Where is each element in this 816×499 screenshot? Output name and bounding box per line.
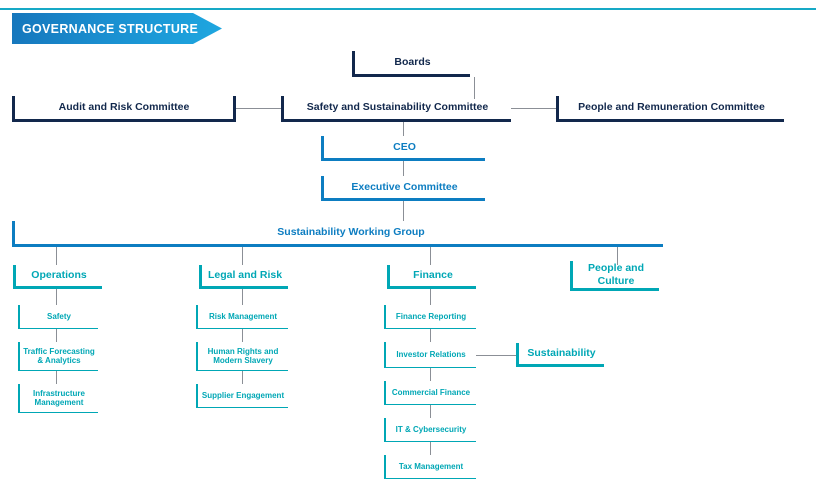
column-header-legal-and-risk-label: Legal and Risk — [207, 269, 283, 282]
node-legal-supplier-engagement[interactable]: Supplier Engagement — [196, 384, 288, 408]
top-divider-rule — [0, 8, 816, 10]
node-executive-committee-label: Executive Committee — [351, 180, 458, 193]
node-sustainability-working-group-label: Sustainability Working Group — [277, 226, 425, 239]
connector-ssc-to-ceo — [403, 122, 404, 136]
node-finance-commercial-finance-label: Commercial Finance — [391, 387, 471, 397]
node-finance-commercial-finance[interactable]: Commercial Finance — [384, 381, 476, 405]
section-title: GOVERNANCE STRUCTURE — [22, 21, 199, 36]
connector-finance-reporting-to-investor-relations — [430, 329, 431, 342]
node-legal-human-rights-modern-slavery[interactable]: Human Rights and Modern Slavery — [196, 342, 288, 371]
node-legal-supplier-engagement-label: Supplier Engagement — [201, 390, 285, 400]
connector-risk-management-to-human-rights — [242, 329, 243, 342]
connector-traffic-forecasting-to-infrastructure — [56, 371, 57, 384]
connector-swg-to-legal-and-risk — [242, 247, 243, 265]
node-operations-infrastructure-management[interactable]: Infrastructure Management — [18, 384, 98, 413]
node-people-and-remuneration-committee[interactable]: People and Remuneration Committee — [556, 96, 784, 122]
connector-ssc-to-prc — [511, 108, 556, 109]
node-people-and-remuneration-committee-label: People and Remuneration Committee — [578, 101, 765, 114]
column-header-operations[interactable]: Operations — [13, 265, 102, 289]
node-ceo-label: CEO — [393, 140, 416, 153]
connector-boards-to-ssc — [474, 77, 475, 99]
node-boards[interactable]: Boards — [352, 51, 470, 77]
node-operations-infrastructure-management-label: Infrastructure Management — [32, 388, 85, 407]
node-finance-investor-relations[interactable]: Investor Relations — [384, 342, 476, 368]
column-header-people-and-culture-label: People and Culture — [587, 262, 644, 287]
connector-finance-to-finance-reporting — [430, 289, 431, 305]
node-operations-traffic-forecasting-analytics[interactable]: Traffic Forecasting & Analytics — [18, 342, 98, 371]
connector-exco-to-swg — [403, 201, 404, 221]
connector-legal-to-risk-management — [242, 289, 243, 305]
node-sustainability-working-group[interactable]: Sustainability Working Group — [12, 221, 663, 247]
node-audit-and-risk-committee-label: Audit and Risk Committee — [58, 101, 190, 114]
connector-swg-to-operations — [56, 247, 57, 265]
node-finance-it-cybersecurity-label: IT & Cybersecurity — [395, 424, 467, 434]
column-header-legal-and-risk[interactable]: Legal and Risk — [199, 265, 288, 289]
node-legal-risk-management[interactable]: Risk Management — [196, 305, 288, 329]
node-finance-it-cybersecurity[interactable]: IT & Cybersecurity — [384, 418, 476, 442]
node-executive-committee[interactable]: Executive Committee — [321, 176, 485, 201]
node-finance-tax-management[interactable]: Tax Management — [384, 455, 476, 479]
column-header-finance[interactable]: Finance — [387, 265, 476, 289]
connector-operations-to-safety — [56, 289, 57, 305]
node-audit-and-risk-committee[interactable]: Audit and Risk Committee — [12, 96, 236, 122]
connector-commercial-finance-to-it-cybersecurity — [430, 405, 431, 418]
node-safety-and-sustainability-committee-label: Safety and Sustainability Committee — [306, 101, 489, 114]
column-header-finance-label: Finance — [413, 269, 453, 282]
connector-swg-to-people-and-culture — [617, 247, 618, 265]
connector-it-cybersecurity-to-tax-management — [430, 442, 431, 455]
node-finance-tax-management-label: Tax Management — [398, 461, 464, 471]
connector-safety-to-traffic-forecasting — [56, 329, 57, 342]
column-header-operations-label: Operations — [31, 269, 87, 282]
node-sustainability[interactable]: Sustainability — [516, 343, 604, 367]
node-safety-and-sustainability-committee[interactable]: Safety and Sustainability Committee — [281, 96, 511, 122]
node-finance-investor-relations-label: Investor Relations — [396, 349, 466, 359]
node-operations-safety[interactable]: Safety — [18, 305, 98, 329]
node-ceo[interactable]: CEO — [321, 136, 485, 161]
connector-human-rights-to-supplier-engagement — [242, 371, 243, 384]
connector-swg-to-finance — [430, 247, 431, 265]
section-banner — [12, 13, 222, 44]
node-sustainability-label: Sustainability — [527, 347, 596, 360]
node-boards-label: Boards — [394, 56, 431, 69]
node-legal-human-rights-modern-slavery-label: Human Rights and Modern Slavery — [207, 346, 279, 365]
node-finance-reporting[interactable]: Finance Reporting — [384, 305, 476, 329]
node-finance-reporting-label: Finance Reporting — [395, 311, 467, 321]
connector-investor-relations-to-sustainability — [476, 355, 516, 356]
connector-ceo-to-exco — [403, 161, 404, 176]
node-operations-traffic-forecasting-analytics-label: Traffic Forecasting & Analytics — [23, 346, 95, 365]
connector-investor-relations-to-commercial-finance — [430, 368, 431, 381]
connector-arc-to-ssc — [236, 108, 281, 109]
column-header-people-and-culture[interactable]: People and Culture — [570, 261, 659, 291]
node-legal-risk-management-label: Risk Management — [208, 311, 278, 321]
node-operations-safety-label: Safety — [46, 311, 71, 321]
